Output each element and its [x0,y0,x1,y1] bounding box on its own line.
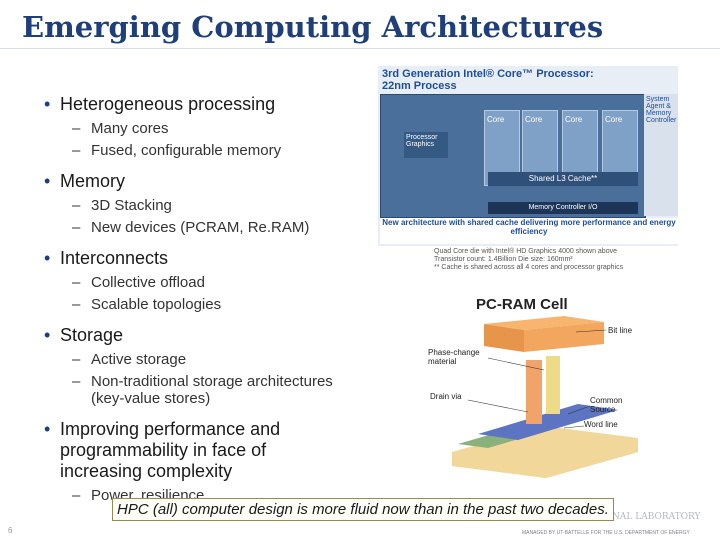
sub-bullet: –New devices (PCRAM, Re.RAM) [72,219,310,236]
page-number: 6 [8,526,13,535]
processor-graphics-block: Processor Graphics [404,132,448,158]
drain-via-shape [526,360,542,424]
word-line-label: Word line [584,420,618,429]
shared-l3-cache-block: Shared L3 Cache** [488,172,638,186]
bullet-storage: Storage [38,325,378,346]
sub-bullet: –Active storage [72,351,187,368]
lab-logo: NAL LABORATORY [612,512,701,522]
phase-change-label: Phase-change material [428,348,480,366]
cpu-figure-title: 3rd Generation Intel® Core™ Processor: [382,68,594,80]
memory-controller-block: Memory Controller I/O [488,202,638,214]
cpu-figure-caption: New architecture with shared cache deliv… [380,218,678,244]
sub-bullet: –Fused, configurable memory [72,142,282,159]
bit-line-top [484,316,604,330]
bullet-performance: Improving performance and programmabilit… [38,419,330,482]
sub-bullet: –Collective offload [72,274,205,291]
cpu-figure-subtitle: 22nm Process [382,80,457,92]
title-divider [0,48,720,49]
cpu-figure-notes: Quad Core die with Intel® HD Graphics 40… [434,248,624,271]
bullet-list: Heterogeneous processing –Many cores –Fu… [38,94,378,504]
system-agent-block: System Agent & Memory Controller [644,94,678,216]
sub-bullet: –Many cores [72,120,169,137]
bit-line-front [524,322,604,352]
phase-change-shape [546,356,560,414]
callout-box: HPC (all) computer design is more fluid … [112,498,614,521]
pcram-cell-diagram [452,316,638,478]
bit-line-side [484,324,524,352]
drain-via-label: Drain via [430,392,462,401]
managed-by-text: MANAGED BY UT-BATTELLE FOR THE U.S. DEPA… [522,530,690,536]
gate-shape [478,404,618,440]
sub-bullet: –Non-traditional storage architectures (… [72,373,333,407]
slide-title: Emerging Computing Architectures [22,10,604,44]
sub-bullet: –Scalable topologies [72,296,222,313]
bit-line-label: Bit line [608,326,633,335]
bullet-interconnects: Interconnects [38,248,378,269]
pcram-figure-title: PC-RAM Cell [476,296,568,313]
common-source-label: Common Source [590,396,623,414]
sub-bullet: –3D Stacking [72,197,172,214]
bullet-heterogeneous: Heterogeneous processing [38,94,378,115]
bullet-memory: Memory [38,171,378,192]
